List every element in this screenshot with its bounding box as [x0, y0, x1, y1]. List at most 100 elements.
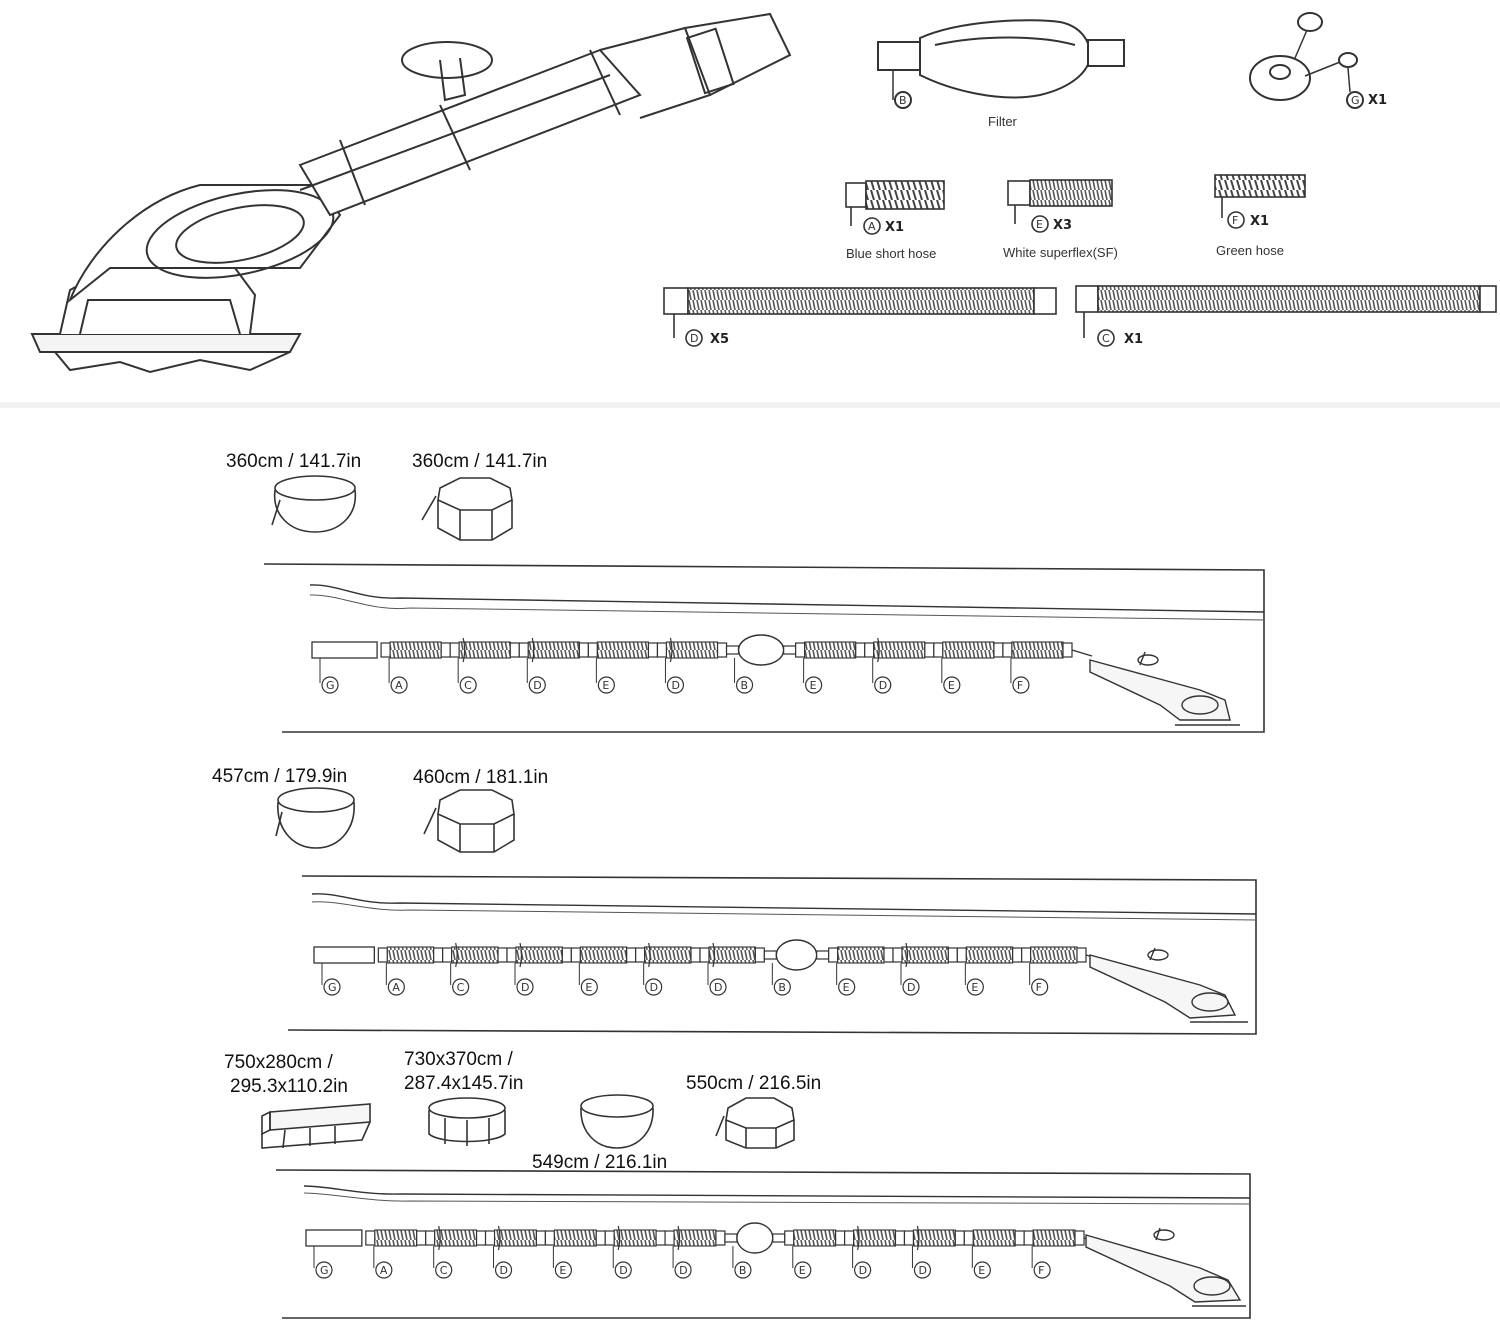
- hose-a-part: [845, 180, 945, 235]
- hose-segment-a: A: [365, 1229, 427, 1279]
- octagon-pool-icon: [421, 477, 513, 541]
- callout-circle: [452, 978, 470, 996]
- setup-3-pool-2-label-line2: 287.4x145.7in: [404, 1073, 523, 1094]
- callout-circle: [902, 978, 920, 996]
- hose-segment-f: F: [1023, 1229, 1085, 1279]
- hose-segment-d: D: [699, 942, 765, 996]
- hose-segment-d: D: [506, 942, 572, 996]
- callout-circle: [321, 676, 339, 694]
- rect-frame-pool-icon: [261, 1103, 371, 1149]
- filter-part: [877, 19, 1125, 109]
- callout-circle: [315, 1261, 333, 1279]
- callout-circle: [375, 1261, 393, 1279]
- round-pool-icon: [580, 1094, 654, 1149]
- hose-segment-e: E: [963, 1229, 1025, 1279]
- hose-segment-d: D: [864, 637, 935, 694]
- cleaner-mini-2: [1089, 947, 1248, 1023]
- callout-letter: D: [533, 679, 541, 692]
- callout-letter: F: [1017, 679, 1023, 692]
- callout-letter: D: [879, 679, 887, 692]
- callout-letter: D: [918, 1264, 926, 1277]
- callout-letter: A: [395, 679, 403, 692]
- hose-segment-g: G: [311, 641, 378, 694]
- setup-3-pool-2-label-line1: 730x370cm /: [404, 1049, 514, 1070]
- hose-segment-c: C: [425, 1225, 487, 1279]
- callout-letter: D: [619, 1264, 627, 1277]
- callout-circle: [528, 676, 546, 694]
- cleaner-mini-1: [1089, 651, 1240, 726]
- callout-circle: [966, 978, 984, 996]
- hose-e-label: White superflex(SF): [1003, 245, 1118, 260]
- setup-2-pool-2-label: 460cm / 181.1in: [413, 767, 548, 788]
- callout-circle: [838, 978, 856, 996]
- hose-segment-e: E: [544, 1229, 606, 1279]
- callout-circle: [943, 676, 961, 694]
- hose-d-part: [663, 287, 1057, 347]
- hose-c-part: [1075, 285, 1497, 347]
- hose-segment-e: E: [828, 946, 894, 996]
- callout-circle: [874, 676, 892, 694]
- hose-segment-d: D: [903, 1225, 965, 1279]
- hose-e-qty: X3: [1053, 218, 1072, 233]
- callout-circle: [554, 1261, 572, 1279]
- callout-circle: [674, 1261, 692, 1279]
- callout-circle: [973, 1261, 991, 1279]
- adapter-qty: X1: [1368, 93, 1387, 108]
- callout-letter: E: [810, 679, 817, 692]
- hose-d-letter: D: [690, 332, 698, 345]
- setup-2-pool-1-label: 457cm / 179.9in: [212, 766, 347, 787]
- callout-circle: [805, 676, 823, 694]
- callout-letter: D: [907, 981, 915, 994]
- hose-segment-b: B: [724, 1222, 786, 1279]
- callout-circle: [1012, 676, 1030, 694]
- callout-letter: E: [843, 981, 850, 994]
- hose-segment-c: C: [449, 637, 520, 694]
- callout-circle: [435, 1261, 453, 1279]
- callout-letter: D: [671, 679, 679, 692]
- hose-f-label: Green hose: [1216, 243, 1284, 258]
- hose-segment-e: E: [795, 641, 866, 694]
- hose-segment-e: E: [956, 946, 1023, 996]
- hose-segment-b: B: [725, 634, 797, 694]
- hose-segment-f: F: [1002, 641, 1073, 694]
- adapter-letter: G: [1351, 94, 1360, 107]
- hose-segment-e: E: [570, 946, 637, 996]
- cleaner-mini-3: [1085, 1227, 1246, 1307]
- callout-letter: F: [1038, 1264, 1044, 1277]
- hose-segment-d: D: [518, 637, 589, 694]
- octagon-pool-icon: [715, 1097, 795, 1149]
- callout-letter: F: [1036, 981, 1042, 994]
- callout-circle: [735, 676, 754, 694]
- callout-letter: G: [320, 1264, 329, 1277]
- callout-letter: A: [380, 1264, 388, 1277]
- hose-segment-c: C: [442, 942, 508, 996]
- round-pool-icon: [271, 475, 357, 533]
- callout-letter: G: [328, 981, 337, 994]
- callout-circle: [580, 978, 598, 996]
- round-pool-icon: [275, 787, 355, 849]
- hose-segment-d: D: [604, 1225, 666, 1279]
- callout-letter: D: [521, 981, 529, 994]
- callout-circle: [614, 1261, 632, 1279]
- setup-1-pool-1-label: 360cm / 141.7in: [226, 451, 361, 472]
- callout-circle: [516, 978, 534, 996]
- setup-3-pool-1-label-line2: 295.3x110.2in: [230, 1076, 348, 1097]
- hose-d-qty: X5: [710, 332, 729, 347]
- callout-circle: [323, 978, 341, 996]
- callout-circle: [1033, 1261, 1051, 1279]
- hose-segment-d: D: [656, 637, 728, 694]
- setup-3: 750x280cm / 295.3x110.2in 730x370cm / 28…: [224, 1049, 1251, 1319]
- hose-f-letter: F: [1232, 214, 1238, 227]
- callout-circle: [773, 978, 791, 996]
- callout-letter: D: [679, 1264, 687, 1277]
- callout-letter: E: [559, 1264, 566, 1277]
- callout-circle: [387, 978, 405, 996]
- callout-circle: [734, 1261, 752, 1279]
- callout-letter: E: [602, 679, 609, 692]
- callout-circle: [794, 1261, 812, 1279]
